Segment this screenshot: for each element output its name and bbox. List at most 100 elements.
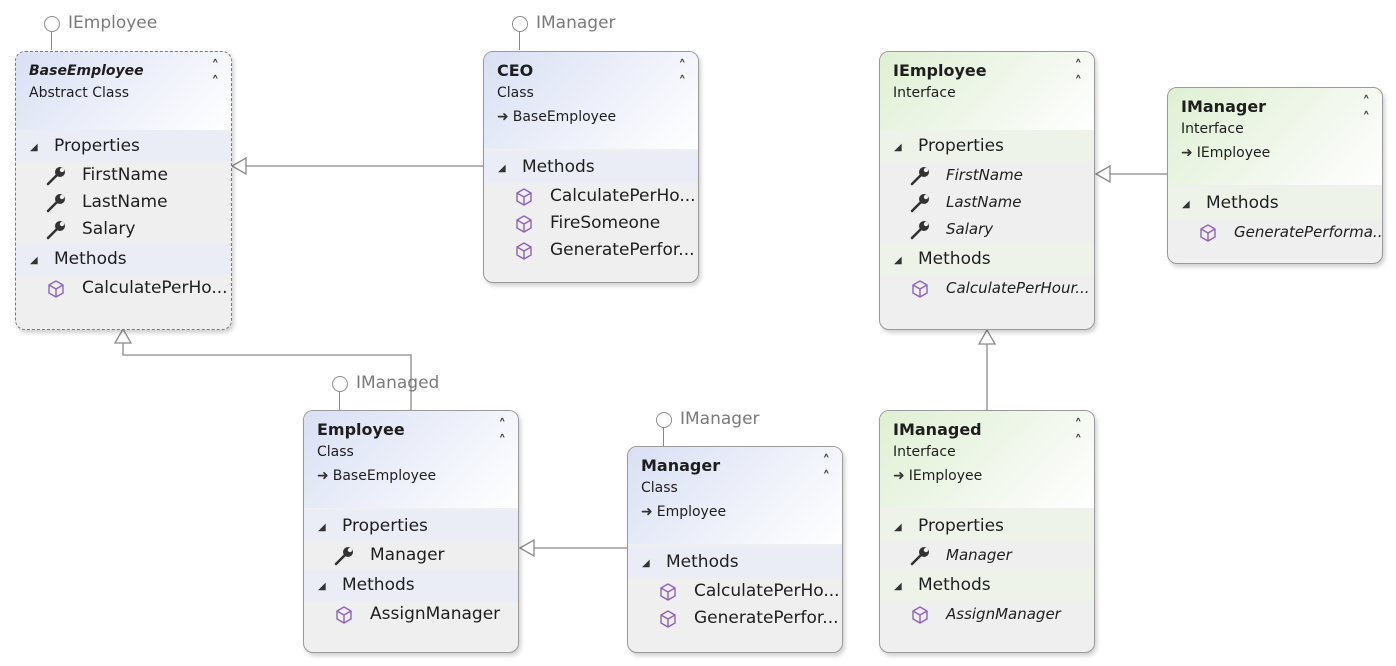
wrench-icon	[46, 220, 82, 240]
base-type: ➜Employee	[641, 500, 830, 524]
class-name: CEO	[497, 61, 534, 80]
base-type: ➜BaseEmployee	[317, 464, 506, 488]
cube-icon	[514, 214, 550, 234]
cube-icon	[46, 279, 82, 299]
method-row[interactable]: FireSomeone	[484, 210, 698, 237]
wrench-icon	[910, 193, 946, 213]
base-type: ➜BaseEmployee	[497, 105, 686, 129]
base-type: ➜IEmployee	[893, 464, 1082, 488]
interface-name: IEmployee	[893, 61, 987, 80]
section-properties[interactable]: ◢Properties	[880, 130, 1094, 162]
class-box-employee[interactable]: Employee Class ➜BaseEmployee ˄˄ ◢Propert…	[303, 410, 519, 653]
wrench-icon	[46, 166, 82, 186]
cube-icon	[334, 605, 370, 625]
arrow-right-icon: ➜	[317, 468, 329, 484]
lollipop-icon	[44, 16, 60, 32]
cube-icon	[658, 609, 694, 629]
cube-icon	[514, 187, 550, 207]
method-row[interactable]: CalculatePerHour...	[880, 275, 1094, 302]
method-row[interactable]: CalculatePerHo...	[628, 578, 842, 605]
lollipop-icon	[332, 376, 348, 392]
cube-icon	[910, 605, 946, 625]
cube-icon	[658, 582, 694, 602]
property-row[interactable]: Manager	[880, 542, 1094, 569]
collapse-icon[interactable]: ˄˄	[822, 452, 831, 486]
section-properties[interactable]: ◢Properties	[880, 510, 1094, 542]
section-properties[interactable]: ◢Properties	[304, 510, 518, 542]
interface-kind: Interface	[893, 85, 956, 101]
interface-name: IManager	[1181, 97, 1267, 116]
property-row[interactable]: Manager	[304, 542, 518, 569]
class-kind: Class	[317, 444, 354, 460]
inheritance-arrowhead	[113, 327, 133, 344]
collapse-icon[interactable]: ˄˄	[498, 416, 507, 450]
arrow-right-icon: ➜	[1181, 145, 1193, 161]
class-name: BaseEmployee	[29, 63, 144, 79]
wrench-icon	[334, 546, 370, 566]
method-row[interactable]: AssignManager	[304, 601, 518, 628]
lollipop-label: IManaged	[356, 373, 440, 393]
class-box-ceo[interactable]: CEO Class ➜BaseEmployee ˄˄ ◢Methods Calc…	[483, 51, 699, 283]
lollipop-label: IManager	[680, 409, 760, 429]
property-row[interactable]: FirstName	[880, 162, 1094, 189]
section-methods[interactable]: ◢Methods	[880, 569, 1094, 601]
lollipop-label: IEmployee	[68, 13, 158, 33]
property-row[interactable]: Salary	[16, 216, 231, 243]
cube-icon	[910, 279, 946, 299]
method-row[interactable]: CalculatePerHo...	[16, 275, 231, 302]
arrow-right-icon: ➜	[497, 109, 509, 125]
collapse-icon[interactable]: ˄˄	[211, 57, 220, 91]
method-row[interactable]: AssignManager	[880, 601, 1094, 628]
interface-box-imanager[interactable]: IManager Interface ➜IEmployee ˄˄ ◢Method…	[1167, 87, 1383, 264]
property-row[interactable]: LastName	[880, 189, 1094, 216]
property-row[interactable]: FirstName	[16, 162, 231, 189]
section-methods[interactable]: ◢Methods	[628, 546, 842, 578]
interface-box-imanaged[interactable]: IManaged Interface ➜IEmployee ˄˄ ◢Proper…	[879, 410, 1095, 653]
section-methods[interactable]: ◢Methods	[880, 243, 1094, 275]
interface-name: IManaged	[893, 420, 982, 439]
wrench-icon	[910, 546, 946, 566]
class-kind: Abstract Class	[29, 85, 130, 101]
cube-icon	[1198, 223, 1234, 243]
class-kind: Class	[641, 480, 678, 496]
class-kind: Class	[497, 85, 534, 101]
collapse-icon[interactable]: ˄˄	[678, 57, 687, 91]
section-methods[interactable]: ◢Methods	[16, 243, 231, 275]
section-properties[interactable]: ◢Properties	[16, 130, 231, 162]
interface-kind: Interface	[1181, 121, 1244, 137]
lollipop-icon	[512, 16, 528, 32]
property-row[interactable]: LastName	[16, 189, 231, 216]
inheritance-arrowhead	[230, 156, 247, 176]
lollipop-label: IManager	[536, 13, 616, 33]
collapse-icon[interactable]: ˄˄	[1362, 93, 1371, 127]
section-methods[interactable]: ◢Methods	[484, 151, 698, 183]
wrench-icon	[910, 166, 946, 186]
inheritance-arrowhead	[518, 538, 535, 558]
lollipop-icon	[656, 412, 672, 428]
section-methods[interactable]: ◢Methods	[1168, 187, 1382, 219]
collapse-icon[interactable]: ˄˄	[1074, 416, 1083, 450]
method-row[interactable]: GeneratePerfor...	[628, 605, 842, 632]
method-row[interactable]: GeneratePerfor...	[484, 237, 698, 264]
interface-box-iemployee[interactable]: IEmployee Interface ˄˄ ◢Properties First…	[879, 51, 1095, 330]
property-row[interactable]: Salary	[880, 216, 1094, 243]
class-name: Employee	[317, 420, 405, 439]
wrench-icon	[46, 193, 82, 213]
collapse-icon[interactable]: ˄˄	[1074, 57, 1083, 91]
method-row[interactable]: GeneratePerforma...	[1168, 219, 1382, 246]
inheritance-arrowhead	[977, 328, 997, 345]
interface-kind: Interface	[893, 444, 956, 460]
cube-icon	[514, 241, 550, 261]
base-type: ➜IEmployee	[1181, 141, 1370, 165]
method-row[interactable]: CalculatePerHo...	[484, 183, 698, 210]
class-name: Manager	[641, 456, 721, 475]
arrow-right-icon: ➜	[641, 504, 653, 520]
inheritance-employee-baseemployee	[122, 343, 412, 410]
inheritance-arrowhead	[1094, 164, 1111, 184]
wrench-icon	[910, 220, 946, 240]
arrow-right-icon: ➜	[893, 468, 905, 484]
class-box-baseemployee[interactable]: BaseEmployee Abstract Class ˄˄ ◢Properti…	[15, 51, 232, 330]
class-box-manager[interactable]: Manager Class ➜Employee ˄˄ ◢Methods Calc…	[627, 446, 843, 653]
section-methods[interactable]: ◢Methods	[304, 569, 518, 601]
